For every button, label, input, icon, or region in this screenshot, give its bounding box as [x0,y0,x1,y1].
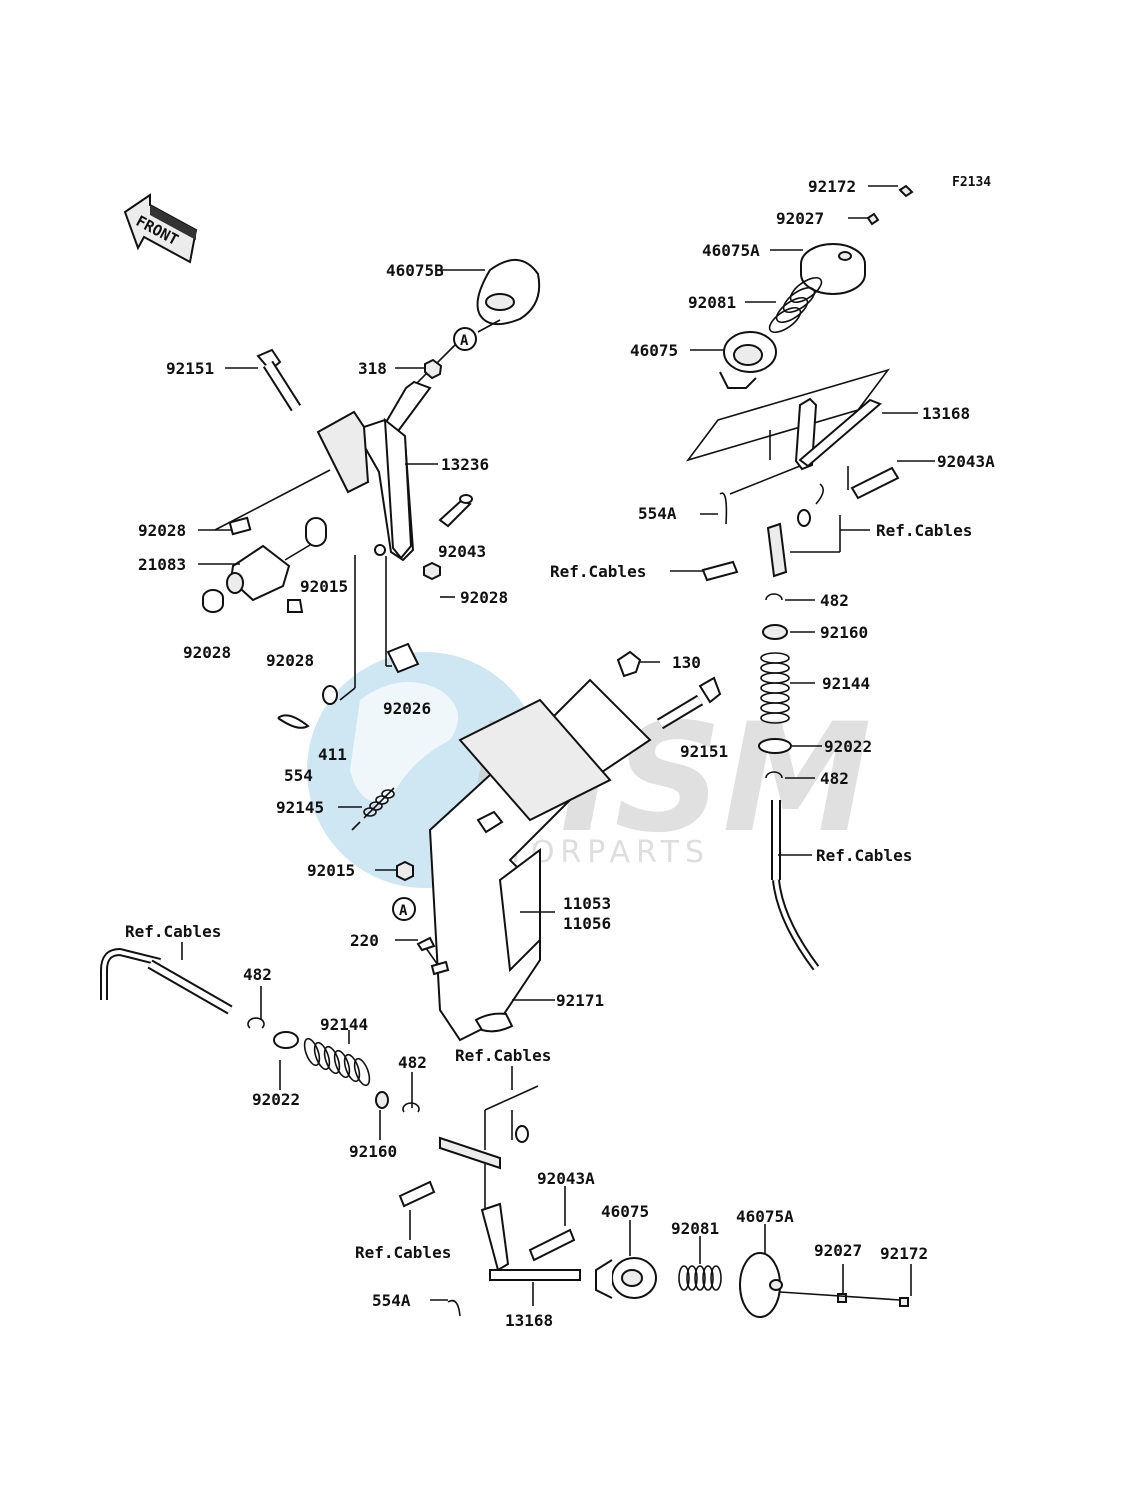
label-130: 130 [672,653,701,672]
label-ref-cables-e: Ref.Cables [455,1046,551,1065]
label-ref-cables-a: Ref.Cables [876,521,972,540]
label-11053: 11053 [563,894,611,913]
label-92015-upper: 92028 [460,588,508,607]
label-92081-upper: 92081 [688,293,736,312]
label-92022-lower: 92022 [252,1090,300,1109]
label-21083: 21083 [138,555,186,574]
label-92043A-lower: 92043A [537,1169,595,1188]
label-92043A-upper: 92043A [937,452,995,471]
label-92172-upper: 92172 [808,177,856,196]
label-92144-lower: 92144 [320,1015,368,1034]
label-92022-upper: 92022 [824,737,872,756]
label-ref-cables-f: Ref.Cables [355,1243,451,1262]
label-46075A-upper: 46075A [702,241,760,260]
label-92028-a: 92028 [138,521,186,540]
label-92027-upper: 92027 [776,209,824,228]
label-92160-lower: 92160 [349,1142,397,1161]
label-92026: 92026 [383,699,431,718]
label-92171: 92171 [556,991,604,1010]
label-92027-lower: 92027 [814,1241,862,1260]
label-group: 92172 92027 46075A 92081 46075 13168 920… [125,177,995,1330]
label-13168-upper: 13168 [922,404,970,423]
label-92028-d: 92028 [266,651,314,670]
label-92151-right: 92151 [680,742,728,761]
label-13236: 13236 [441,455,489,474]
label-554A-upper: 554A [638,504,677,523]
label-482-b: 482 [820,769,849,788]
label-92151-left: 92151 [166,359,214,378]
label-11056: 11056 [563,914,611,933]
label-411: 411 [318,745,347,764]
label-ref-cables-b: Ref.Cables [550,562,646,581]
label-92015-lower: 92015 [307,861,355,880]
label-46075-upper: 46075 [630,341,678,360]
label-13168-lower: 13168 [505,1311,553,1330]
label-92028-b: 92015 [300,577,348,596]
label-ref-cables-c: Ref.Cables [816,846,912,865]
front-arrow-icon: FRONT [123,193,198,264]
label-46075A-lower: 46075A [736,1207,794,1226]
ref-marker-a-upper: A [460,333,469,349]
label-92160-upper: 92160 [820,623,868,642]
label-482-d: 482 [398,1053,427,1072]
label-92172-lower: 92172 [880,1244,928,1263]
label-554A-lower: 554A [372,1291,411,1310]
label-92081-lower: 92081 [671,1219,719,1238]
label-92145: 92145 [276,798,324,817]
label-482-a: 482 [820,591,849,610]
ref-marker-a-lower: A [399,903,408,919]
label-92028-c: 92028 [183,643,231,662]
label-46075-lower: 46075 [601,1202,649,1221]
label-554: 554 [284,766,313,785]
label-482-c: 482 [243,965,272,984]
label-92144-upper: 92144 [822,674,870,693]
label-318: 318 [358,359,387,378]
label-92043: 92043 [438,542,486,561]
label-220: 220 [350,931,379,950]
label-46075B: 46075B [386,261,444,280]
label-ref-cables-d: Ref.Cables [125,922,221,941]
figure-code: F2134 [952,175,991,190]
